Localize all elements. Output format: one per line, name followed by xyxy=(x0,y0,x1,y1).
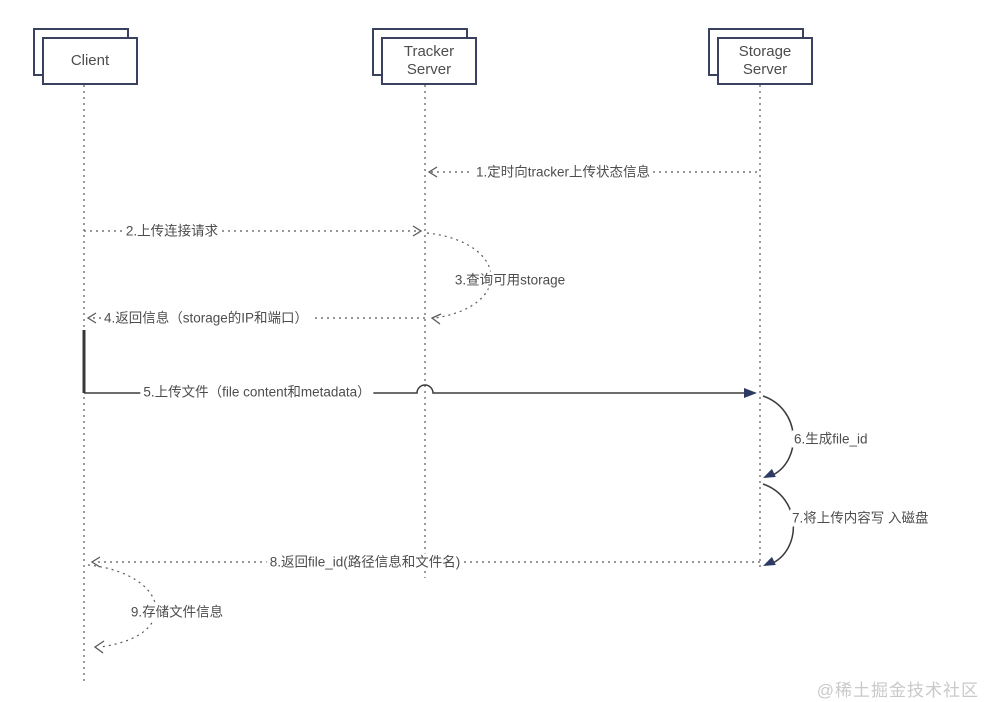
message-8-arrowhead xyxy=(90,556,101,568)
message-8-label: 8.返回file_id(路径信息和文件名) xyxy=(266,553,464,571)
message-6-arrowhead xyxy=(763,468,776,478)
message-3-self-loop xyxy=(426,232,492,319)
message-3-arrowhead xyxy=(430,313,442,325)
actor-tracker-server-label-line2: Server xyxy=(406,61,452,78)
message-4-label: 4.返回信息（storage的IP和端口） xyxy=(100,309,312,327)
message-1-label: 1.定时向tracker上传状态信息 xyxy=(472,163,654,181)
actor-storage-server-label: Storage xyxy=(738,43,792,60)
actor-client-label: Client xyxy=(70,52,110,69)
message-6-self-loop xyxy=(762,395,794,477)
actor-storage-server-label-line2: Server xyxy=(742,61,788,78)
actor-client-box: Client xyxy=(42,37,138,85)
actor-storage-server: Storage Server xyxy=(708,28,813,85)
actor-client: Client xyxy=(33,28,138,85)
message-7-arrowhead xyxy=(763,556,776,566)
message-9-arrowhead xyxy=(93,640,105,654)
message-7-self-loop xyxy=(762,483,794,565)
message-1-arrowhead xyxy=(427,166,438,178)
message-3-label: 3.查询可用storage xyxy=(451,271,569,289)
actor-tracker-server-box: Tracker Server xyxy=(381,37,477,85)
message-9-self-loop xyxy=(87,564,157,648)
message-4-arrowhead xyxy=(86,312,97,324)
message-5-line xyxy=(84,384,745,394)
actor-tracker-server-label: Tracker xyxy=(403,43,455,60)
message-2-arrowhead xyxy=(412,225,423,237)
actor-storage-server-box: Storage Server xyxy=(717,37,813,85)
message-9-label: 9.存储文件信息 xyxy=(127,603,227,621)
message-7-label: 7.将上传内容写 入磁盘 xyxy=(790,509,931,527)
message-6-label: 6.生成file_id xyxy=(792,430,870,448)
message-2-label: 2.上传连接请求 xyxy=(122,222,222,240)
message-5-arrowhead xyxy=(744,388,757,398)
watermark: @稀土掘金技术社区 xyxy=(816,681,979,700)
actor-tracker-server: Tracker Server xyxy=(372,28,477,85)
message-5-label: 5.上传文件（file content和metadata） xyxy=(140,383,374,401)
